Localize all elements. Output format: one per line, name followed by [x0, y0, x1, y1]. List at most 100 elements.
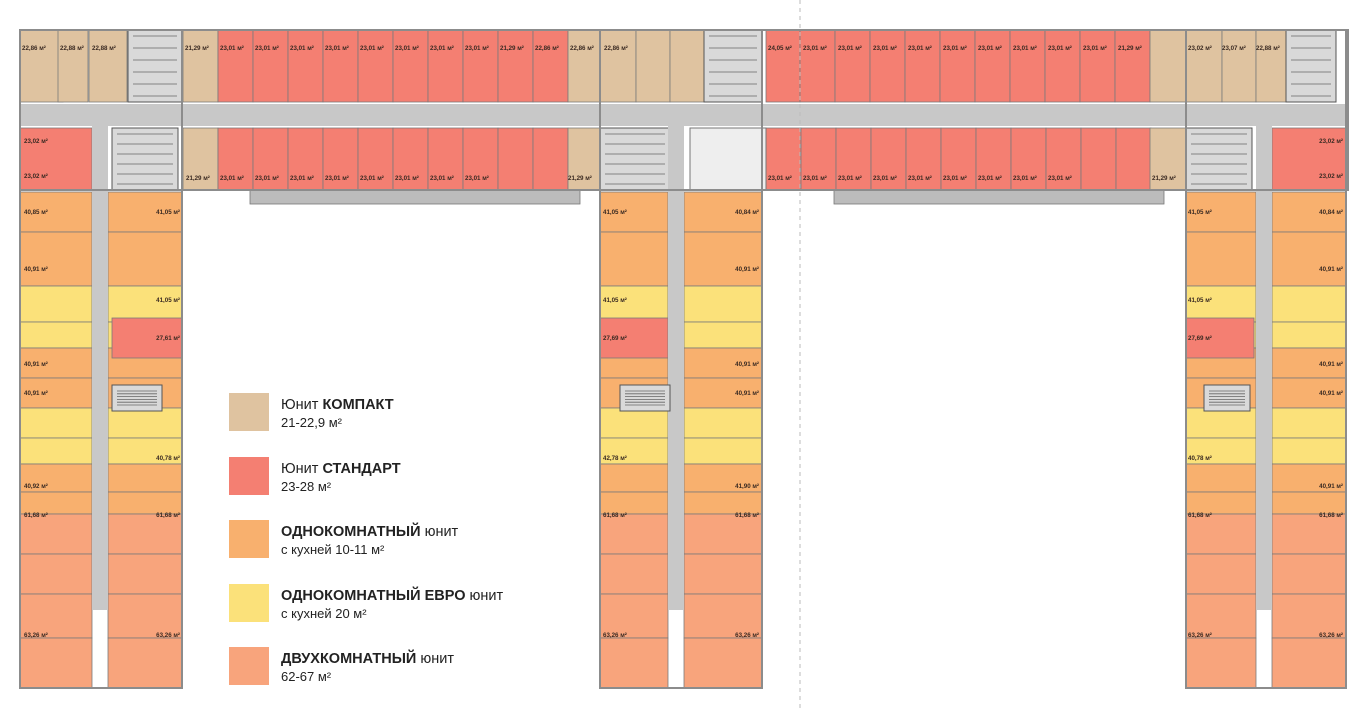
- area-label-top: 23,02 м²: [1188, 45, 1212, 52]
- unit-one_room: [1185, 191, 1257, 233]
- unit-euro: [1271, 407, 1347, 439]
- area-label-wing: 27,69 м²: [1188, 335, 1212, 342]
- unit-euro: [683, 437, 763, 465]
- unit-two_room: [1185, 593, 1257, 639]
- unit-euro: [107, 407, 183, 439]
- area-label-top: 23,01 м²: [325, 45, 349, 52]
- unit-one_room: [1185, 491, 1257, 515]
- unit-compact: [19, 29, 64, 103]
- area-label-wing: 27,61 м²: [156, 335, 180, 342]
- unit-two_room: [19, 637, 93, 689]
- unit-compact: [599, 29, 637, 103]
- area-label-bottom: 23,01 м²: [1013, 175, 1037, 182]
- wing-left-corridor: [92, 126, 108, 610]
- unit-compact: [669, 29, 705, 103]
- unit-euro: [19, 285, 93, 323]
- unit-two_room: [19, 553, 93, 595]
- unit-compact: [635, 29, 671, 103]
- unit-two_room: [1271, 637, 1347, 689]
- area-label-wing: 40,78 м²: [156, 455, 180, 462]
- unit-standard: [427, 127, 464, 191]
- area-label-bottom: 23,01 м²: [220, 175, 244, 182]
- legend-title-euro: ОДНОКОМНАТНЫЙ ЕВРО юнит: [281, 588, 504, 604]
- area-label-wing: 63,26 м²: [735, 632, 759, 639]
- unit-two_room: [683, 637, 763, 689]
- area-label-top: 21,29 м²: [500, 45, 524, 52]
- area-label-wing: 41,05 м²: [1188, 297, 1212, 304]
- area-label-bottom: 23,01 м²: [873, 175, 897, 182]
- wing-right-corridor: [1256, 126, 1272, 610]
- area-label-top: 23,01 м²: [838, 45, 862, 52]
- elevator-core-mid: [599, 127, 671, 191]
- area-label-wing: 40,78 м²: [1188, 455, 1212, 462]
- unit-standard: [1080, 127, 1117, 191]
- unit-two_room: [1271, 553, 1347, 595]
- area-label-top: 22,86 м²: [570, 45, 594, 52]
- unit-standard: [799, 29, 836, 103]
- unit-standard: [322, 127, 359, 191]
- unit-standard: [1044, 29, 1081, 103]
- unit-two_room: [1271, 513, 1347, 555]
- area-label-top: 23,01 м²: [1048, 45, 1072, 52]
- legend-sub-two-room: 62-67 м²: [281, 669, 332, 684]
- elevator-core-left: [111, 127, 179, 191]
- area-label-bottom: 23,01 м²: [1048, 175, 1072, 182]
- unit-two_room: [1185, 553, 1257, 595]
- area-label-top: 23,01 м²: [1013, 45, 1037, 52]
- area-label-wing: 63,26 м²: [603, 632, 627, 639]
- area-label-wing: 27,69 м²: [603, 335, 627, 342]
- unit-euro: [107, 285, 183, 323]
- legend-item-standard: Юнит СТАНДАРТ 23-28 м²: [229, 457, 529, 501]
- unit-one_room: [107, 231, 183, 287]
- area-label-top: 23,01 м²: [220, 45, 244, 52]
- area-label-bottom: 23,01 м²: [465, 175, 489, 182]
- legend-title-standard: Юнит СТАНДАРТ: [281, 461, 401, 477]
- area-label-top: 21,29 м²: [185, 45, 209, 52]
- area-label-wing: 63,26 м²: [1319, 632, 1343, 639]
- unit-euro: [599, 285, 669, 323]
- legend-item-two-room: ДВУХКОМНАТНЫЙ юнит 62-67 м²: [229, 647, 529, 691]
- area-label-top: 22,86 м²: [604, 45, 628, 52]
- area-label-bottom: 21,29 м²: [568, 175, 592, 182]
- unit-euro: [19, 321, 93, 349]
- area-label-wing: 40,91 м²: [1319, 266, 1343, 273]
- legend-item-one-room: ОДНОКОМНАТНЫЙ юнит с кухней 10-11 м²: [229, 520, 529, 564]
- area-label-wing: 63,26 м²: [24, 632, 48, 639]
- area-label-wing: 40,84 м²: [735, 209, 759, 216]
- unit-two_room: [107, 637, 183, 689]
- area-label-wing: 40,91 м²: [1319, 390, 1343, 397]
- unit-one_room: [1271, 463, 1347, 493]
- unit-standard: [357, 127, 394, 191]
- unit-compact: [57, 29, 89, 103]
- unit-euro: [683, 285, 763, 323]
- unit-two_room: [1185, 637, 1257, 689]
- unit-two_room: [19, 513, 93, 555]
- unit-two_room: [107, 513, 183, 555]
- unit-standard: [904, 29, 941, 103]
- unit-standard: [1185, 317, 1255, 359]
- unit-standard: [217, 29, 254, 103]
- unit-euro: [19, 437, 93, 465]
- unit-one_room: [1271, 377, 1347, 409]
- area-label-wing: 40,91 м²: [735, 361, 759, 368]
- area-label-wing: 41,05 м²: [156, 297, 180, 304]
- area-label-top: 23,07 м²: [1222, 45, 1246, 52]
- unit-euro: [599, 407, 669, 439]
- unit-euro: [1185, 285, 1257, 323]
- area-label-bottom: 23,01 м²: [430, 175, 454, 182]
- unit-one_room: [683, 231, 763, 287]
- legend-sub-standard: 23-28 м²: [281, 479, 332, 494]
- unit-standard: [462, 127, 499, 191]
- unit-one_room: [683, 347, 763, 379]
- area-label-wing: 61,68 м²: [603, 512, 627, 519]
- building-structure: [19, 29, 1349, 689]
- elevator-core-wing-right: [1203, 384, 1251, 412]
- area-label-bottom: 23,01 м²: [943, 175, 967, 182]
- unit-one_room: [19, 231, 93, 287]
- area-label-top: 22,88 м²: [60, 45, 84, 52]
- unit-standard: [834, 29, 871, 103]
- unit-compact: [567, 29, 601, 103]
- unit-standard: [357, 29, 394, 103]
- area-label-wing: 40,91 м²: [24, 361, 48, 368]
